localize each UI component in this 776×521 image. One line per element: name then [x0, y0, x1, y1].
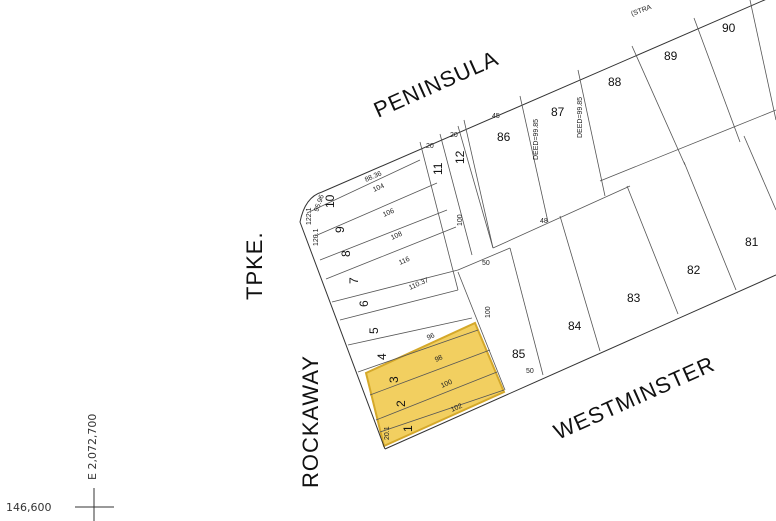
lot-11: 11 [431, 162, 445, 175]
lot-81: 81 [745, 235, 759, 249]
left-lot-lines [306, 125, 631, 433]
lot-4: 4 [375, 353, 389, 360]
street-partial-label: (STRA [630, 4, 652, 18]
deed-dim-1: DEED=99.85 [533, 119, 540, 160]
street-tpke: TPKE. [242, 231, 267, 300]
deed-dim-2: DEED=99.85 [577, 97, 584, 138]
lot-8: 8 [339, 250, 353, 257]
middle-lot-numbers: 11 12 85 [431, 150, 526, 361]
lot-1: 1 [401, 425, 415, 432]
lot-5: 5 [367, 327, 381, 334]
small-dim-20-1: 20.1 [384, 426, 391, 440]
lot-6: 6 [357, 300, 371, 307]
lot-2: 2 [394, 400, 408, 407]
lot-89: 89 [664, 49, 678, 63]
dim-20-a: 20 [426, 143, 434, 150]
lot-90: 90 [722, 21, 736, 35]
lot-83: 83 [627, 291, 641, 305]
dim-110-37: 110.37 [408, 277, 430, 292]
dim-106: 106 [382, 208, 396, 219]
street-westminster: WESTMINSTER [550, 351, 719, 444]
northing-label: 146,600 [6, 501, 52, 514]
lot-85: 85 [512, 347, 526, 361]
street-rockaway: ROCKAWAY [298, 355, 323, 488]
dim-102: 102 [450, 403, 464, 414]
right-lot-numbers: 86 87 88 89 90 84 83 82 81 [497, 21, 759, 333]
lot-12: 12 [453, 150, 467, 164]
lot-87: 87 [551, 105, 565, 119]
corner-dim-1: 120.1 [313, 228, 320, 246]
dim-104: 104 [372, 183, 386, 194]
right-lot-lines [463, 0, 776, 352]
dim-100-mid: 100 [485, 306, 492, 318]
block-outline [299, 0, 776, 450]
coordinate-marker: E 2,072,700 146,600 [6, 414, 114, 521]
dim-100: 100 [440, 379, 454, 390]
dim-50-top: 50 [482, 260, 490, 267]
lot-3: 3 [387, 376, 401, 383]
highlighted-parcel[interactable] [364, 321, 506, 448]
corner-dim-2: 122.1 [306, 207, 313, 225]
lot-88: 88 [608, 75, 622, 89]
lot-7: 7 [347, 277, 361, 284]
street-peninsula: PENINSULA [370, 45, 502, 122]
dimension-labels: 88.36 104 106 108 116 110.37 96 98 100 1… [306, 97, 584, 440]
lot-82: 82 [687, 263, 701, 277]
dim-98: 98 [434, 354, 444, 364]
dim-96: 96 [426, 332, 436, 342]
dim-100-v: 100 [457, 214, 464, 226]
lot-84: 84 [568, 319, 582, 333]
dim-48: 48 [540, 218, 548, 225]
lot-10: 10 [323, 194, 337, 208]
left-lot-numbers: 10 9 8 7 6 5 4 3 2 1 [323, 194, 415, 432]
dim-20-b: 20 [450, 132, 458, 139]
dim-45: 45 [492, 113, 500, 120]
easting-label: E 2,072,700 [86, 414, 99, 480]
dim-50-bottom: 50 [526, 368, 534, 375]
lot-9: 9 [333, 226, 347, 233]
lot-86: 86 [497, 130, 511, 144]
dim-108: 108 [390, 231, 404, 242]
dim-116: 116 [398, 256, 411, 267]
